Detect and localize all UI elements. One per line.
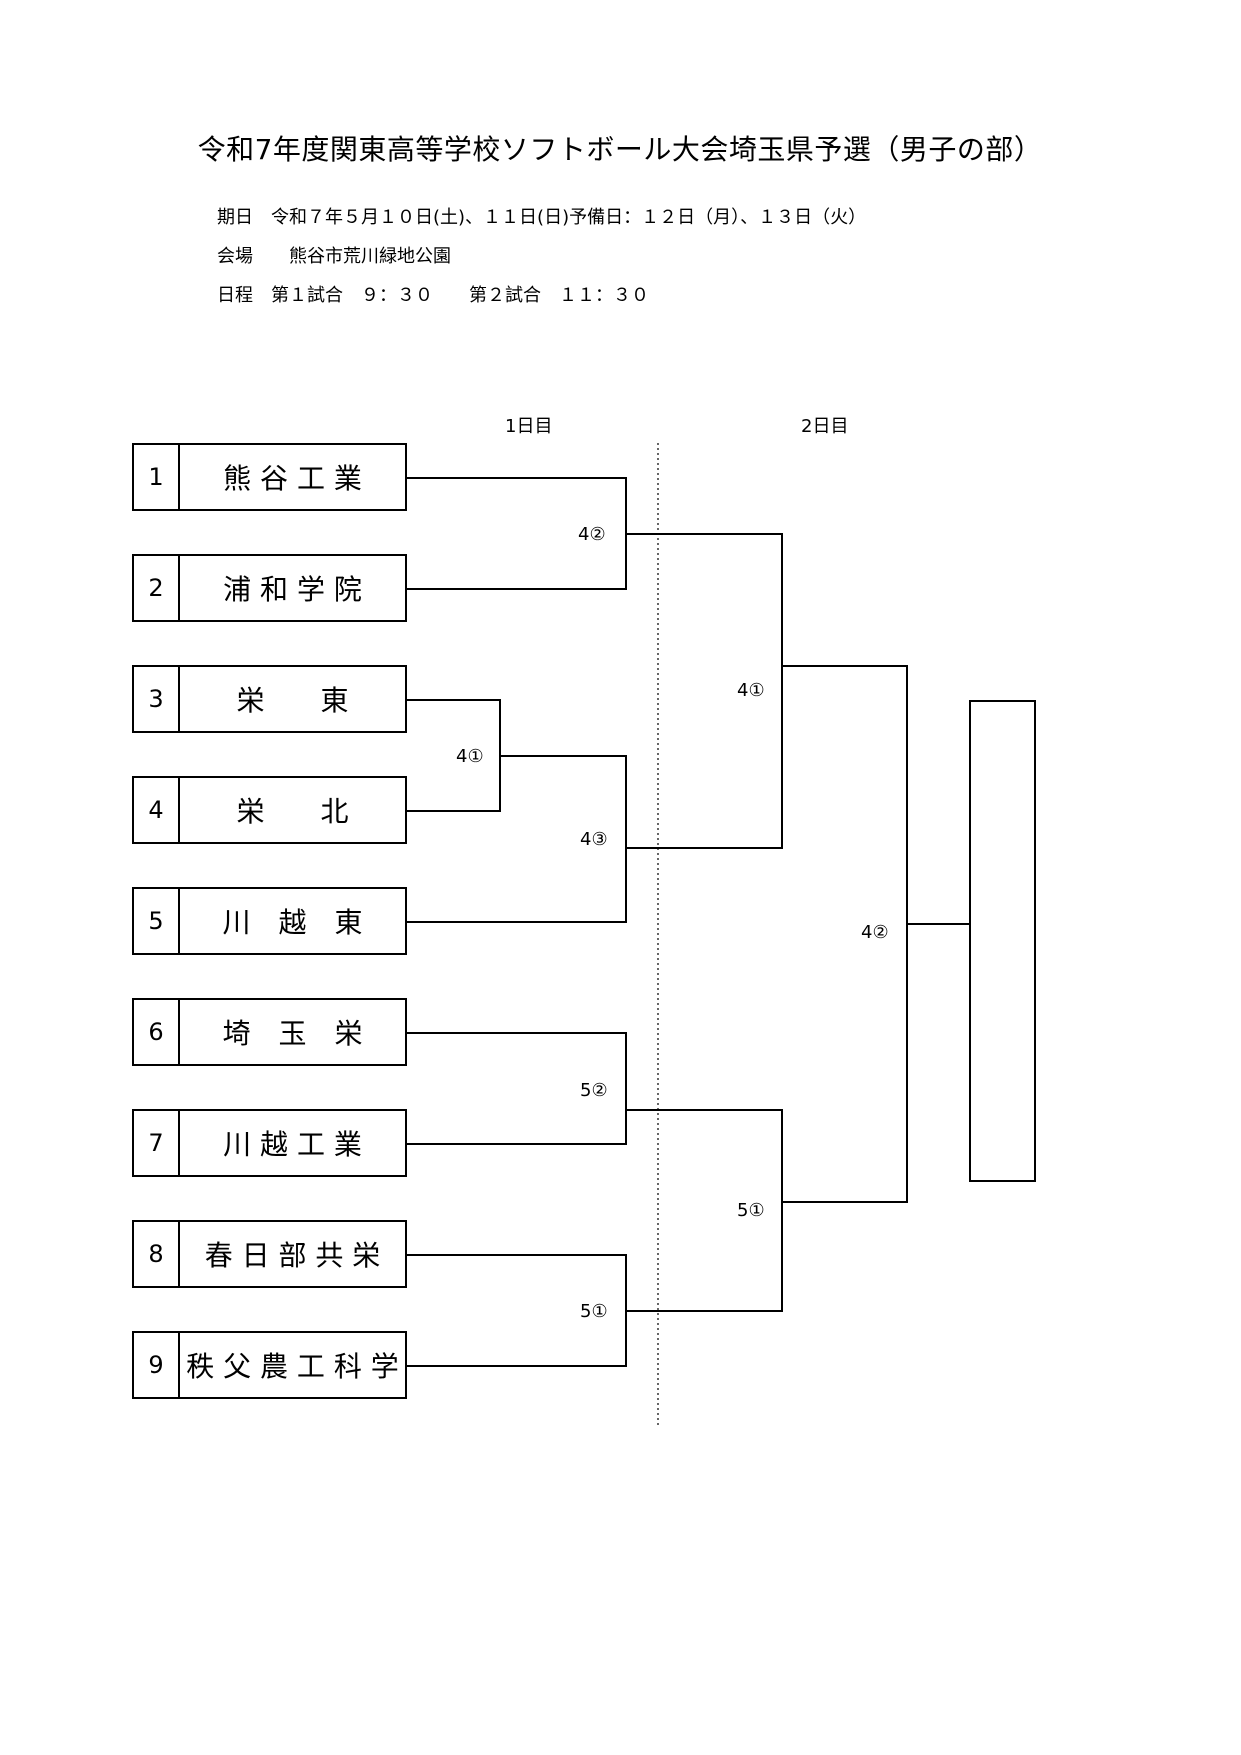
team-box-7: 7 川 越 工 業 (132, 1109, 407, 1177)
bracket-line (407, 755, 627, 923)
game-label: 5① (737, 1200, 765, 1221)
team-name: 熊 谷 工 業 (223, 462, 362, 495)
team-box-6: 6 埼 玉 栄 (132, 998, 407, 1066)
game-label: 4② (861, 922, 889, 943)
team-name: 川 越 工 業 (223, 1128, 362, 1161)
team-box-8: 8 春 日 部 共 栄 (132, 1220, 407, 1288)
team-number: 1 (134, 445, 180, 509)
game-label: 4② (578, 524, 606, 545)
team-number: 9 (134, 1333, 180, 1397)
team-box-1: 1 熊 谷 工 業 (132, 443, 407, 511)
game-label: 4① (737, 680, 765, 701)
info-dates: 期日 令和７年５月１０日(土)、１１日(日)予備日：１２日（月）、１３日（火） (217, 207, 867, 228)
team-name: 埼 玉 栄 (222, 1017, 363, 1050)
team-number: 3 (134, 667, 180, 731)
team-number: 6 (134, 1000, 180, 1064)
team-number: 5 (134, 889, 180, 953)
team-number: 8 (134, 1222, 180, 1286)
team-number: 7 (134, 1111, 180, 1175)
day-label-2: 2日目 (801, 416, 849, 437)
page-title: 令和7年度関東高等学校ソフトボール大会埼玉県予選（男子の部） (197, 133, 1043, 166)
team-name: 春 日 部 共 栄 (204, 1239, 381, 1272)
team-box-9: 9 秩 父 農 工 科 学 (132, 1331, 407, 1399)
game-label: 4③ (580, 829, 608, 850)
team-box-2: 2 浦 和 学 院 (132, 554, 407, 622)
info-venue: 会場 熊谷市荒川緑地公園 (217, 246, 451, 267)
team-number: 2 (134, 556, 180, 620)
bracket-line (626, 1109, 783, 1312)
team-name: 栄 東 (236, 684, 349, 717)
game-label: 5② (580, 1080, 608, 1101)
bracket-line (407, 699, 501, 812)
team-name: 浦 和 学 院 (223, 573, 362, 606)
team-box-4: 4 栄 北 (132, 776, 407, 844)
team-name: 栄 北 (236, 795, 349, 828)
game-label: 5① (580, 1301, 608, 1322)
day-label-1: 1日目 (505, 416, 553, 437)
info-schedule: 日程 第１試合 ９：３０ 第２試合 １１：３０ (217, 285, 649, 306)
team-name: 秩 父 農 工 科 学 (186, 1350, 399, 1383)
team-number: 4 (134, 778, 180, 842)
bracket-line (626, 533, 783, 849)
team-box-3: 3 栄 東 (132, 665, 407, 733)
bracket-line (407, 1032, 627, 1145)
team-box-5: 5 川 越 東 (132, 887, 407, 955)
bracket-line (782, 665, 908, 1203)
game-label: 4① (456, 746, 484, 767)
team-name: 川 越 東 (222, 906, 363, 939)
champion-box (969, 700, 1036, 1182)
